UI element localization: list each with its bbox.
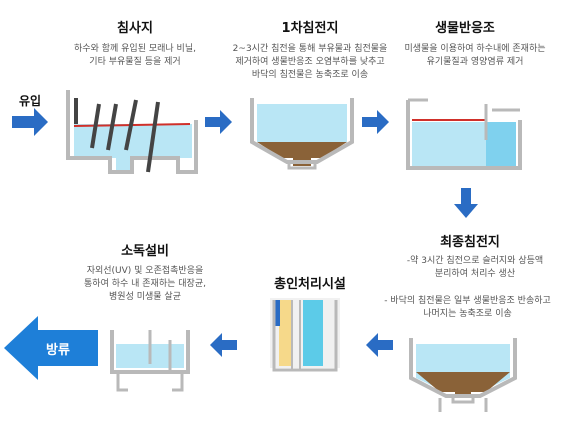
desc-line: 나머지는 농축조로 이송	[423, 309, 512, 319]
flow-arrow-2	[362, 110, 389, 134]
desc-line: 통하여 하수 내 존재하는 대장균,	[84, 279, 206, 289]
desc-line: 하수와 함께 유입된 모래나 비닐,	[74, 44, 196, 54]
outflow-arrow	[4, 316, 98, 380]
flow-arrow-3	[366, 333, 393, 357]
stage-desc-final-a: -약 3시간 침전으로 슬러지와 상등액 분리하여 처리수 생산	[385, 255, 565, 281]
desc-line: 미생물을 이용하여 하수내에 존재하는	[404, 44, 546, 54]
desc-line: 분리하여 처리수 생산	[434, 269, 516, 279]
desc-line: 기타 부유물질 등을 제거	[89, 57, 181, 67]
stage-desc-screen: 하수와 함께 유입된 모래나 비닐, 기타 부유물질 등을 제거	[40, 43, 230, 69]
stage-title-primary: 1차침전지	[281, 21, 339, 36]
desc-line: 바닥의 침전물은 농축조로 이송	[251, 70, 369, 80]
inflow-arrow	[12, 108, 48, 136]
inflow-label: 유입	[18, 94, 42, 108]
desc-line: - 바닥의 침전물은 일부 생물반응조 반송하고	[384, 296, 551, 306]
desc-line: 제거하여 생물반응조 오염부하를 낮추고	[235, 57, 385, 67]
stage-title-bioreactor: 생물반응조	[435, 21, 495, 36]
grit-chamber-tank	[66, 90, 198, 174]
stage-desc-disinfection: 자외선(UV) 및 오존접촉반응을 통하여 하수 내 존재하는 대장균, 병원성…	[70, 265, 220, 304]
flow-arrow-1	[205, 110, 232, 134]
stage-title-final: 최종침전지	[440, 235, 500, 250]
stage-desc-primary: 2~3시간 침전을 통해 부유물과 침전물을 제거하여 생물반응조 오염부하를 …	[215, 43, 405, 82]
primary-clarifier-tank	[250, 98, 354, 170]
desc-line: 병원성 미생물 살균	[109, 292, 181, 302]
tertiary-treatment-unit	[270, 298, 340, 372]
flow-arrow-down	[454, 188, 478, 218]
desc-line: 자외선(UV) 및 오존접촉반응을	[86, 266, 204, 276]
stage-title-tertiary: 총인처리시설	[274, 277, 346, 292]
stage-title-screen: 침사지	[117, 21, 153, 36]
stage-title-disinfection: 소독설비	[121, 244, 169, 259]
desc-line: 유기물질과 영양염류 제거	[426, 57, 524, 67]
bioreactor-tank	[406, 98, 522, 170]
flow-arrow-4	[210, 333, 237, 357]
disinfection-tank	[110, 330, 190, 392]
desc-line: -약 3시간 침전으로 슬러지와 상등액	[406, 256, 544, 266]
final-clarifier-tank	[409, 338, 517, 412]
outflow-label: 방류	[46, 342, 70, 358]
stage-desc-bioreactor: 미생물을 이용하여 하수내에 존재하는 유기물질과 영양염류 제거	[385, 43, 565, 69]
desc-line: 2~3시간 침전을 통해 부유물과 침전물을	[232, 44, 388, 54]
stage-desc-final-b: - 바닥의 침전물은 일부 생물반응조 반송하고 나머지는 농축조로 이송	[370, 295, 565, 321]
